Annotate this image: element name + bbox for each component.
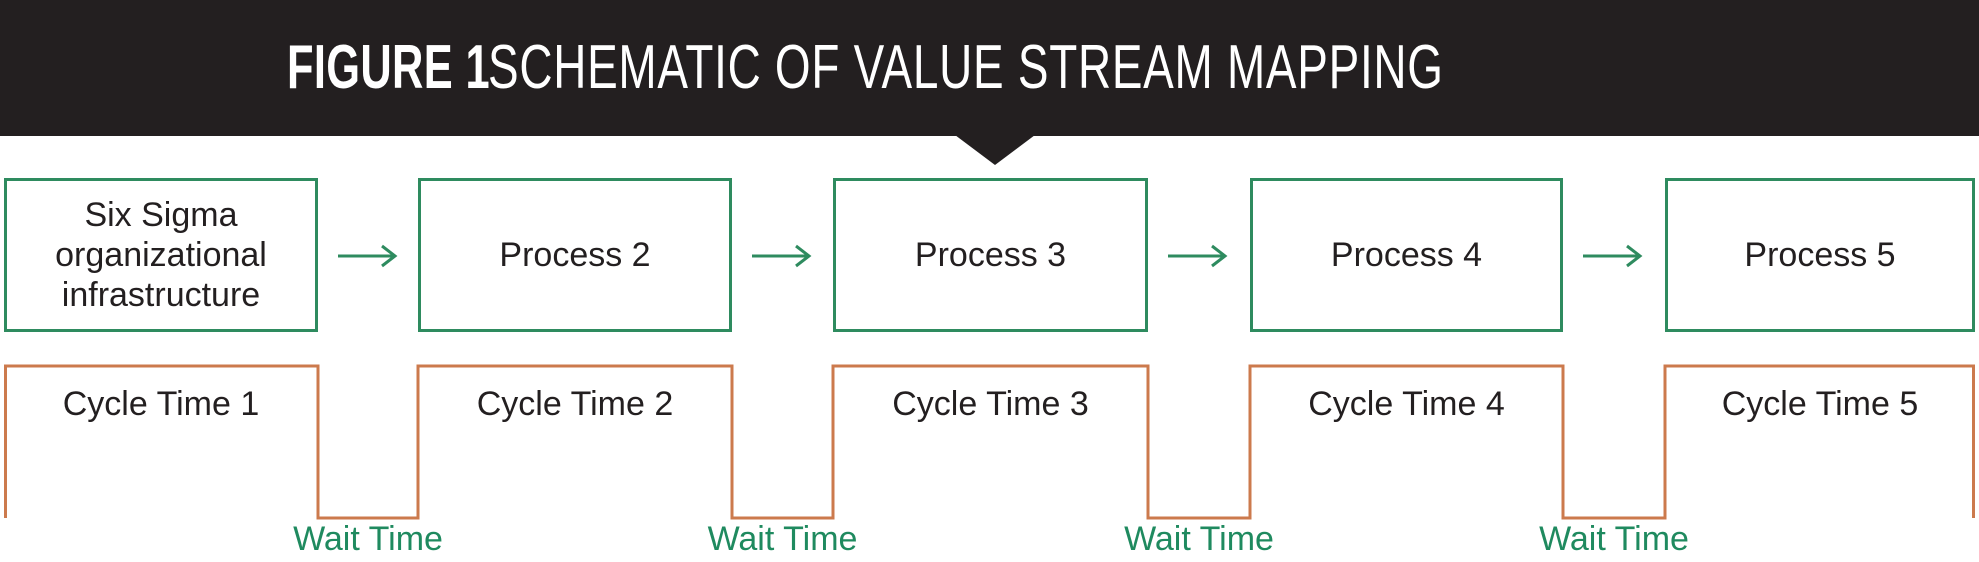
process-box-4[interactable]: Process 4: [1250, 178, 1563, 332]
figure-title-text: SCHEMATIC OF VALUE STREAM MAPPING: [487, 33, 1444, 102]
process-box-5[interactable]: Process 5: [1665, 178, 1975, 332]
process-box-4-label: Process 4: [1330, 235, 1483, 274]
cycle-time-label-3: Cycle Time 3: [892, 384, 1089, 423]
cycle-time-label-5: Cycle Time 5: [1721, 384, 1919, 423]
process-box-2-label: Process 2: [499, 235, 651, 274]
cycle-time-label-4: Cycle Time 4: [1308, 384, 1505, 423]
process-box-3-label: Process 3: [914, 235, 1067, 274]
triangle-down-icon: [955, 135, 1035, 165]
wait-time-label-1: Wait Time: [293, 520, 443, 558]
arrow-right-icon-4: [1583, 242, 1645, 270]
cycle-time-label-2: Cycle Time 2: [476, 384, 674, 423]
arrow-right-icon-3: [1168, 242, 1230, 270]
cycle-time-label-1: Cycle Time 1: [62, 384, 260, 423]
arrow-right-icon-1: [338, 242, 400, 270]
figure-number-label: FIGURE 1: [286, 33, 490, 102]
process-box-3[interactable]: Process 3: [833, 178, 1148, 332]
wait-time-label-3: Wait Time: [1124, 520, 1274, 558]
wait-time-label-2: Wait Time: [707, 520, 858, 558]
process-box-5-label: Process 5: [1744, 235, 1896, 274]
figure-header-bar: FIGURE 1 SCHEMATIC OF VALUE STREAM MAPPI…: [0, 0, 1979, 136]
process-box-2[interactable]: Process 2: [418, 178, 732, 332]
figure-title: FIGURE 1 SCHEMATIC OF VALUE STREAM MAPPI…: [0, 0, 1979, 136]
wait-time-label-4: Wait Time: [1539, 520, 1689, 558]
arrow-right-icon-2: [752, 242, 814, 270]
